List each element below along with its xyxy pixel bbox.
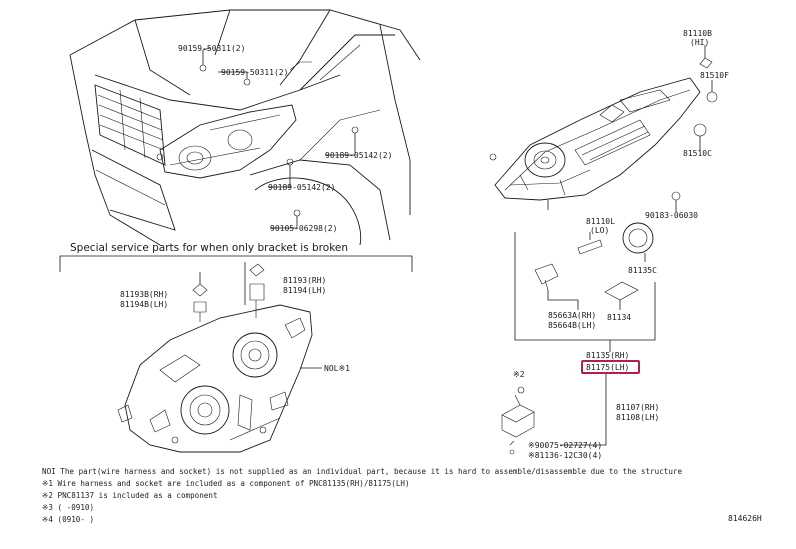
figure-code: 814626H [728,514,762,523]
callout-81110l-lo: (LO) [590,226,609,235]
low-beam-bulb [577,232,603,255]
callout-81194: 81194(LH) [283,286,326,295]
bulb-socket [534,263,559,291]
callout-81193: 81193(RH) [283,276,326,285]
gasket [604,281,639,301]
special-service-bracket [59,255,413,272]
callout-81110b-hi: (HI) [690,38,709,47]
callout-81108: 81108(LH) [616,413,659,422]
leader-85663a [547,290,579,310]
callout-85663a: 85663A(RH) [548,311,596,320]
headlamp-rear-view [117,304,322,453]
note-line-1: NOI The part(wire harness and socket) is… [42,467,682,476]
callout-81134: 81134 [607,313,631,322]
callout-81194b: 81194B(LH) [120,300,168,309]
callout-90159-50311-a: 90159-50311(2) [178,44,245,53]
callout-81193b: 81193B(RH) [120,290,168,299]
wire-harness-socket [501,386,535,455]
callout-81136-12c30: ※81136-12C30(4) [528,451,602,460]
group-bracket-main [514,232,656,341]
note-line-3: ※2 PNC81137 is included as a component [42,491,218,500]
callout-81135c: 81135C [628,266,657,275]
callout-90105-06298: 90105-06298(2) [270,224,337,233]
callout-81510c: 81510C [683,149,712,158]
callout-nol: NOL※1 [324,364,350,373]
highlighted-part-box[interactable] [581,360,640,374]
note-line-2: ※1 Wire harness and socket are included … [42,479,410,488]
notes-block: NOI The part(wire harness and socket) is… [42,467,682,524]
note-line-4: ※3 ( -0910) [42,503,94,512]
callout-90189-05142-b: 90189-05142(2) [268,183,335,192]
leader-81107 [560,374,607,446]
callout-90159-50311-b: 90159-50311(2) [221,68,288,77]
callout-81175-lh[interactable]: 81175(LH) [586,363,629,372]
callout-85664b: 85664B(LH) [548,321,596,330]
mark-x2: ※2 [513,370,525,379]
callout-90075-02727: ※90075-02727(4) [528,441,602,450]
callout-81110l: 81110L [586,217,615,226]
note-line-5: ※4 (0910- ) [42,515,94,524]
callout-90183-06030: 90183-06030 [645,211,698,220]
callout-81110b: 81110B [683,29,712,38]
headlamp-assembly-exploded [489,45,718,212]
callout-81510f: 81510F [700,71,729,80]
bracket-part-81193b [192,272,208,322]
vehicle-front-illustration [69,9,421,246]
callout-81107: 81107(RH) [616,403,659,412]
callout-90189-05142-a: 90189-05142(2) [325,151,392,160]
callout-81135-rh: 81135(RH) [586,351,629,360]
special-service-heading: Special service parts for when only brac… [70,242,348,254]
bracket-part-81193 [244,262,265,318]
bulb-cap [622,222,654,262]
